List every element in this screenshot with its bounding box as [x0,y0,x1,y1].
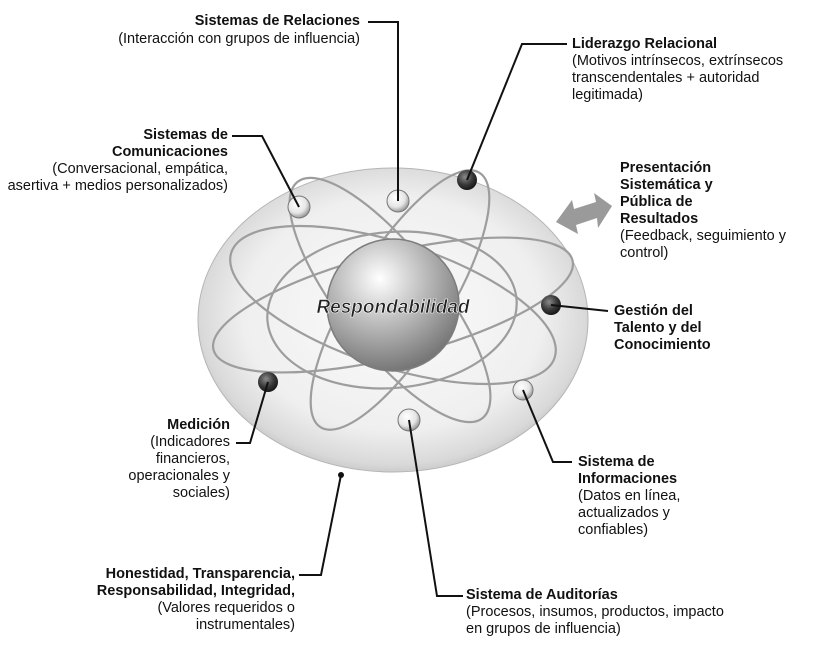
comunicaciones-title: Sistemas de Comunicaciones [111,127,228,160]
leader-liderazgo [466,43,567,181]
talento-title: Gestión del Talento y del Conocimiento [614,303,711,353]
valores-sub: (Valores requeridos o instrumentales) [157,600,295,633]
presentacion-sub: (Feedback, seguimiento y control) [620,228,787,261]
label-presentacion: Presentación Sistemática y Pública de Re… [620,160,800,262]
label-relaciones-sub: (Interacción con grupos de influencia) [40,31,360,48]
liderazgo-sub: (Motivos intrínsecos, extrínsecos transc… [572,53,784,103]
label-medicion: Medición (Indicadores financieros, opera… [80,417,230,502]
label-informaciones: Sistema de Informaciones (Datos en línea… [578,454,718,539]
label-relaciones: Sistemas de Relaciones [40,13,360,30]
orbit-5 [266,230,518,390]
label-talento: Gestión del Talento y del Conocimiento [614,303,744,354]
double-arrow-icon [556,193,612,234]
leader-comunicaciones [232,135,300,208]
leader-informaciones [522,389,572,463]
label-auditorias: Sistema de Auditorías (Procesos, insumos… [466,587,736,638]
core-sphere [326,238,460,372]
leader-valores [299,474,342,576]
leader-auditorias [408,419,463,597]
leader-relaciones [368,21,399,201]
label-comunicaciones: Sistemas de Comunicaciones (Conversacion… [6,127,228,195]
informaciones-sub: (Datos en línea, actualizados y confiabl… [578,488,681,538]
label-liderazgo: Liderazgo Relacional (Motivos intrínseco… [572,36,812,104]
medicion-sub: (Indicadores financieros, operacionales … [128,434,230,501]
valores-title: Honestidad, Transparencia, Responsabilid… [96,566,295,599]
relaciones-title: Sistemas de Relaciones [194,13,360,29]
auditorias-title: Sistema de Auditorías [466,587,618,603]
medicion-title: Medición [167,417,230,433]
leader-lines [232,21,609,597]
leader-medicion [236,381,269,444]
leader-talento [550,304,609,312]
relaciones-sub: (Interacción con grupos de influencia) [118,31,360,47]
comunicaciones-sub: (Conversacional, empática, asertiva + me… [7,161,228,194]
core-label: Respondabilidad [316,297,469,318]
informaciones-title: Sistema de Informaciones [578,454,678,487]
presentacion-title: Presentación Sistemática y Pública de Re… [620,160,713,227]
auditorias-sub: (Procesos, insumos, productos, impacto e… [466,604,724,637]
label-valores: Honestidad, Transparencia, Responsabilid… [70,566,295,634]
liderazgo-title: Liderazgo Relacional [572,36,718,52]
